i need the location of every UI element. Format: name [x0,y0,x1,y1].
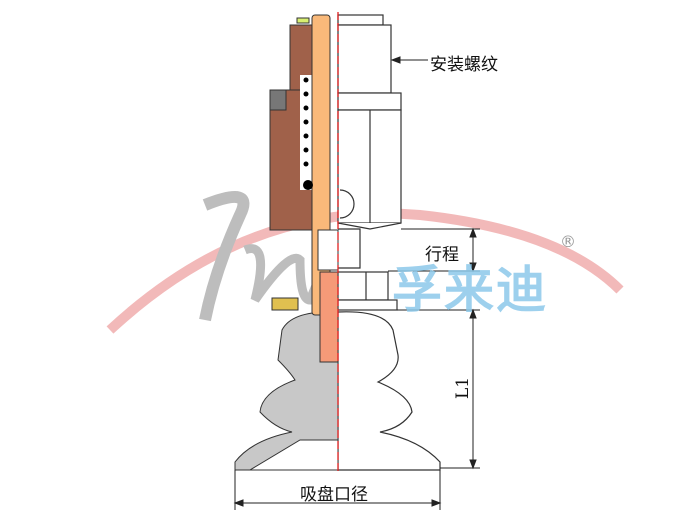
watermark-brand: 孚来迪 [392,261,548,319]
thread-label: 安装螺纹 [430,55,498,75]
registered-mark: ® [560,232,576,251]
right-half-outline [337,14,441,471]
cup-diameter-label: 吸盘口径 [300,485,368,505]
stroke-label: 行程 [425,245,459,265]
l1-label: L1 [453,376,474,400]
left-half-section [234,14,339,471]
dimension-lines [233,56,480,510]
